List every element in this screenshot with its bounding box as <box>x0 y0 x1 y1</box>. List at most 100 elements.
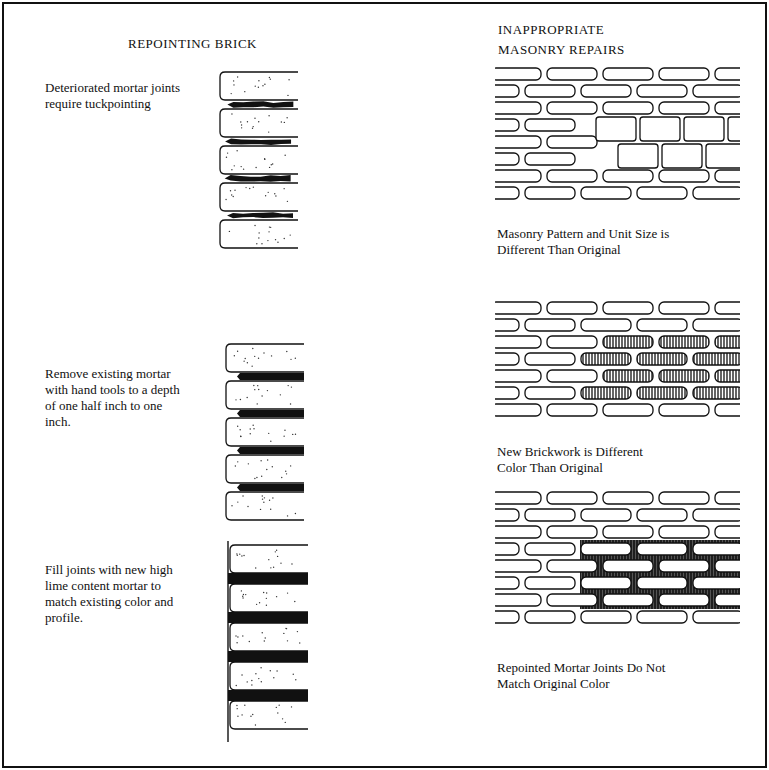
brick <box>715 492 740 504</box>
mortar-joint <box>227 212 293 218</box>
speckle <box>241 124 242 125</box>
brick <box>603 594 653 606</box>
brick <box>637 611 687 623</box>
speckle <box>270 78 271 79</box>
speckle <box>286 351 287 352</box>
speckle <box>276 707 277 708</box>
brick <box>603 492 653 504</box>
step-note: Deteriorated mortar joints require tuckp… <box>45 80 180 112</box>
speckle <box>291 563 292 564</box>
brick <box>693 543 740 555</box>
frame <box>3 3 766 767</box>
brick-wall <box>469 68 768 199</box>
speckle <box>272 466 273 467</box>
speckle <box>253 186 254 187</box>
speckle <box>242 635 243 636</box>
speckle <box>286 473 287 474</box>
brick <box>715 102 740 114</box>
speckle <box>283 633 284 634</box>
brick <box>659 526 709 538</box>
brick <box>495 102 541 114</box>
speckle <box>246 397 247 398</box>
speckle <box>240 166 241 167</box>
speckle <box>266 592 267 593</box>
speckle <box>285 628 286 629</box>
speckle <box>236 553 237 554</box>
speckle <box>234 355 235 356</box>
brick <box>659 68 709 80</box>
oversize-unit <box>706 144 740 168</box>
brick <box>715 68 740 80</box>
speckle <box>245 594 246 595</box>
speckle <box>252 714 253 715</box>
brick <box>525 611 575 623</box>
brick <box>715 302 740 314</box>
brick <box>525 119 575 131</box>
brick <box>693 509 740 521</box>
speckle <box>283 435 284 436</box>
speckle <box>280 394 281 395</box>
brick <box>220 220 298 248</box>
brick <box>547 404 597 416</box>
oversize-unit <box>662 144 702 168</box>
brick <box>547 302 597 314</box>
speckle <box>237 554 238 555</box>
brick <box>693 611 740 623</box>
speckle <box>237 501 238 502</box>
speckle <box>230 190 231 191</box>
brick <box>495 526 541 538</box>
speckle <box>252 127 253 128</box>
brick <box>226 418 304 446</box>
speckle <box>242 495 243 496</box>
speckle <box>284 430 285 431</box>
speckle <box>244 705 245 706</box>
speckle <box>229 231 230 232</box>
speckle <box>268 433 269 434</box>
speckle <box>254 389 255 390</box>
speckle <box>234 165 235 166</box>
speckle <box>237 636 238 637</box>
mortar-joint <box>228 690 308 701</box>
mortar-joint <box>228 651 308 662</box>
brick <box>715 560 740 572</box>
speckle <box>290 403 291 404</box>
speckle <box>262 498 263 499</box>
brick <box>603 526 653 538</box>
speckle <box>260 460 261 461</box>
brick <box>659 336 709 348</box>
speckle <box>258 232 259 233</box>
brick <box>637 85 687 97</box>
brick <box>495 119 519 131</box>
speckle <box>284 238 285 239</box>
speckle <box>272 497 273 498</box>
brick <box>547 492 597 504</box>
brick <box>637 319 687 331</box>
speckle <box>235 465 236 466</box>
speckle <box>267 240 268 241</box>
speckle <box>247 121 248 122</box>
speckle <box>236 685 237 686</box>
speckle <box>284 122 285 123</box>
speckle <box>262 495 263 496</box>
step-note: Remove existing mortar with hand tools t… <box>45 366 185 430</box>
speckle <box>268 115 269 116</box>
oversize-unit <box>684 117 724 141</box>
brick <box>637 387 687 399</box>
mortar-joint <box>225 175 291 182</box>
speckle <box>258 678 259 679</box>
brick <box>495 85 519 97</box>
brick <box>525 509 575 521</box>
speckle <box>265 195 266 196</box>
brick <box>547 170 597 182</box>
speckle <box>264 159 265 160</box>
speckle <box>243 168 244 169</box>
speckle <box>282 718 283 719</box>
speckle <box>236 705 237 706</box>
brick <box>581 187 631 199</box>
brick <box>547 68 597 80</box>
brick <box>525 543 575 555</box>
speckle <box>286 628 287 629</box>
speckle <box>262 632 263 633</box>
speckle <box>251 365 252 366</box>
speckle <box>242 597 243 598</box>
